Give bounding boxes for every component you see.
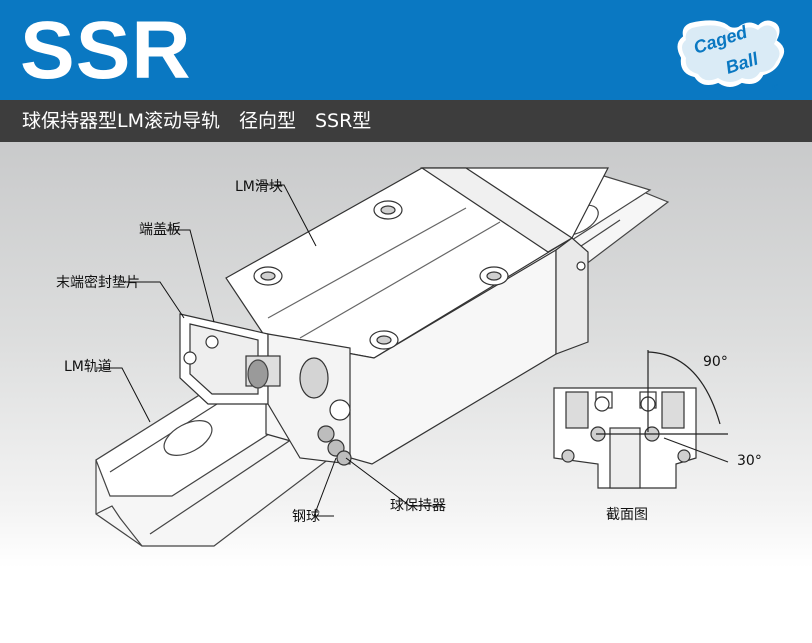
label-ball: 钢球	[292, 509, 320, 525]
label-cross-section: 截面图	[606, 507, 648, 523]
page-title: SSR	[20, 5, 192, 96]
subtitle: 球保持器型LM滚动导轨 径向型 SSR型	[22, 110, 372, 132]
label-lm-block: LM滑块	[235, 179, 283, 195]
label-ball-cage: 球保持器	[390, 498, 446, 514]
logo-registered-mark: ®	[772, 82, 779, 92]
caged-ball-logo: Caged Ball ®	[675, 18, 787, 92]
label-angle-30: 30°	[737, 453, 762, 469]
label-lm-rail: LM轨道	[64, 359, 112, 375]
label-end-plate: 端盖板	[139, 222, 181, 238]
cross-section-diagram	[553, 350, 729, 489]
label-end-seal: 末端密封垫片	[56, 275, 140, 291]
leader-lines	[96, 184, 442, 517]
label-angle-90: 90°	[703, 354, 728, 370]
lm-guide-illustration	[95, 167, 729, 547]
block-end-components	[179, 313, 352, 466]
subtitle-bar	[0, 100, 812, 142]
